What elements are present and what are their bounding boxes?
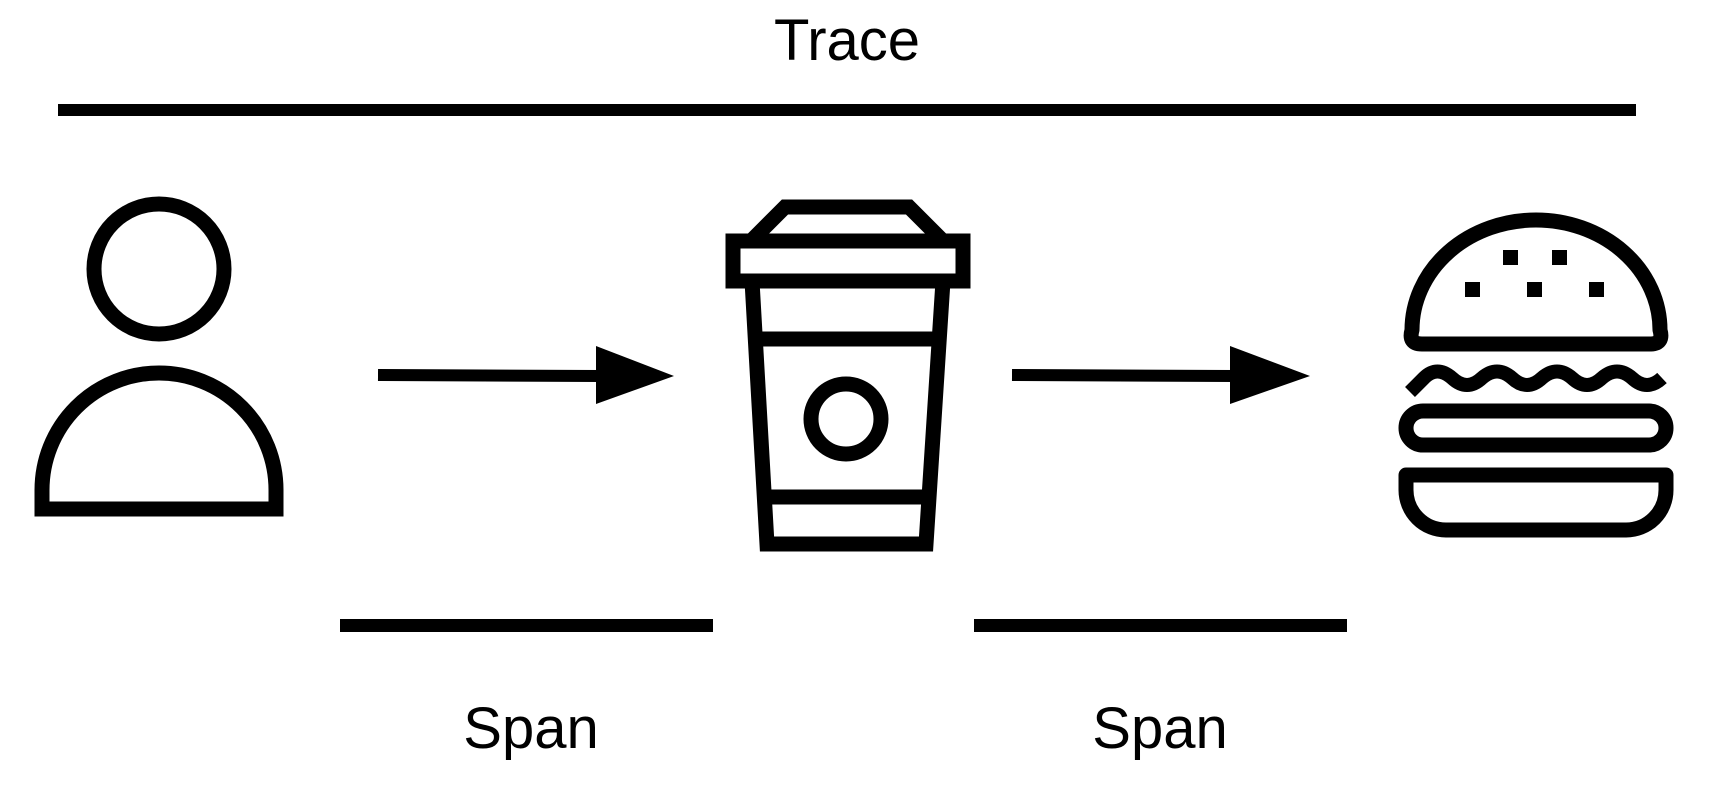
- burger-icon: [1398, 212, 1674, 538]
- trace-label: Trace: [774, 8, 920, 73]
- span-bar-2: [974, 619, 1347, 632]
- coffee-cup-icon: [725, 199, 971, 552]
- trace-bar: [58, 104, 1636, 116]
- span-label-2: Span: [1092, 696, 1227, 761]
- arrow-person-to-coffee: [377, 346, 674, 404]
- person-icon: [34, 196, 284, 517]
- span-label-1: Span: [463, 696, 598, 761]
- span-bar-1: [340, 619, 713, 632]
- arrow-coffee-to-burger: [1011, 346, 1310, 404]
